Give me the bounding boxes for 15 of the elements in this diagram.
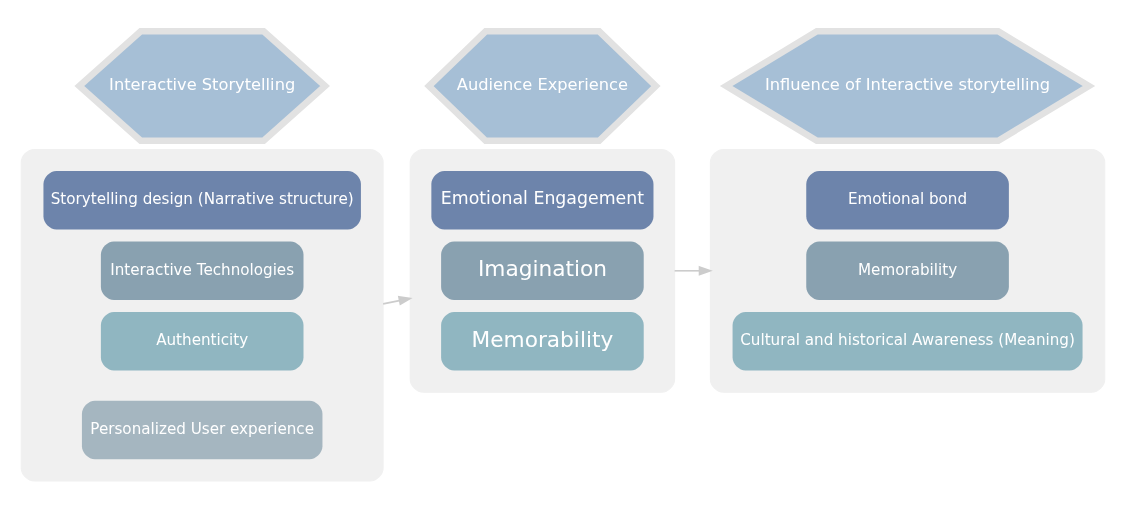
node-box: Cultural and historical Awareness (Meaning): [732, 311, 1083, 371]
node-box: Emotional Engagement: [431, 171, 654, 230]
cluster: [409, 148, 676, 393]
node-box: Memorability: [806, 241, 1009, 301]
node-box: Imagination: [441, 241, 644, 301]
arrow: [673, 265, 713, 276]
node-box: Personalized User experience: [81, 400, 323, 460]
cluster: [709, 148, 1106, 393]
node-box: Interactive Technologies: [100, 241, 304, 301]
node-box: Authenticity: [100, 311, 304, 371]
node-box: Storytelling design (Narrative structure): [43, 171, 361, 230]
cluster: [20, 148, 384, 482]
arrow: [382, 295, 413, 306]
node-box: Emotional bond: [806, 171, 1009, 230]
node-box: Memorability: [441, 311, 644, 371]
